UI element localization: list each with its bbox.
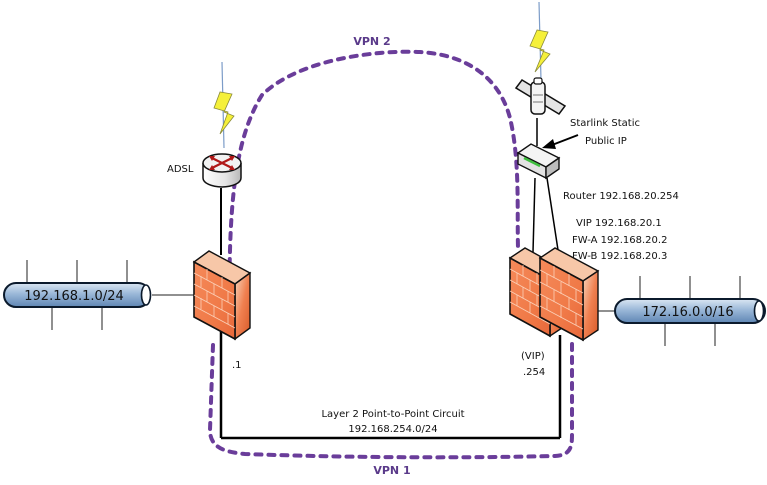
- vip-label: VIP 192.168.20.1: [576, 218, 662, 229]
- vpn-paths: [207, 49, 574, 460]
- right-lan-taps: [639, 276, 741, 346]
- vpn1-label: VPN 1: [373, 464, 410, 477]
- satellite-icon: [514, 77, 567, 115]
- lightning-icon: [529, 29, 551, 73]
- right-network-label: 172.16.0.0/16: [642, 305, 733, 320]
- adsl-label: ADSL: [167, 164, 194, 175]
- left-firewall-ip-label: .1: [232, 360, 242, 371]
- modem-icon: [516, 143, 561, 180]
- fwa-label: FW-A 192.168.20.2: [572, 235, 667, 246]
- left-network-segment: 192.168.1.0/24: [3, 260, 152, 330]
- vpn1-path: [207, 338, 574, 460]
- network-segment-icon: [614, 298, 766, 324]
- circuit-label-line2: 192.168.254.0/24: [348, 424, 437, 435]
- brick-pattern: [193, 269, 236, 329]
- wire-modem-fwa: [532, 177, 536, 253]
- vip-lower-label-line2: .254: [523, 367, 545, 378]
- vpn2-label: VPN 2: [353, 35, 390, 48]
- router-arrows-icon: [211, 157, 233, 169]
- vpn2-path: [226, 49, 520, 332]
- left-lan-taps: [26, 260, 128, 330]
- circuit-label-line1: Layer 2 Point-to-Point Circuit: [321, 409, 464, 420]
- pipe-end-icon: [753, 300, 765, 322]
- lightning-icon: [213, 91, 235, 135]
- pipe-end-icon: [140, 284, 152, 306]
- vip-lower-label-line1: (VIP): [521, 351, 545, 362]
- wire-modem-fwb: [546, 177, 559, 251]
- right-network-segment: 172.16.0.0/16: [614, 276, 766, 346]
- wires: [152, 1, 616, 440]
- router-icon: [202, 153, 242, 188]
- arrow-icon: [542, 134, 579, 149]
- starlink-label-line2: Public IP: [585, 136, 627, 147]
- firewall-b-icon: [538, 247, 600, 342]
- fwb-label: FW-B 192.168.20.3: [572, 251, 667, 262]
- router-ip-label: Router 192.168.20.254: [563, 191, 679, 202]
- starlink-label-line1: Starlink Static: [570, 118, 640, 129]
- firewall-icon: [192, 250, 252, 341]
- left-network-label: 192.168.1.0/24: [24, 289, 124, 304]
